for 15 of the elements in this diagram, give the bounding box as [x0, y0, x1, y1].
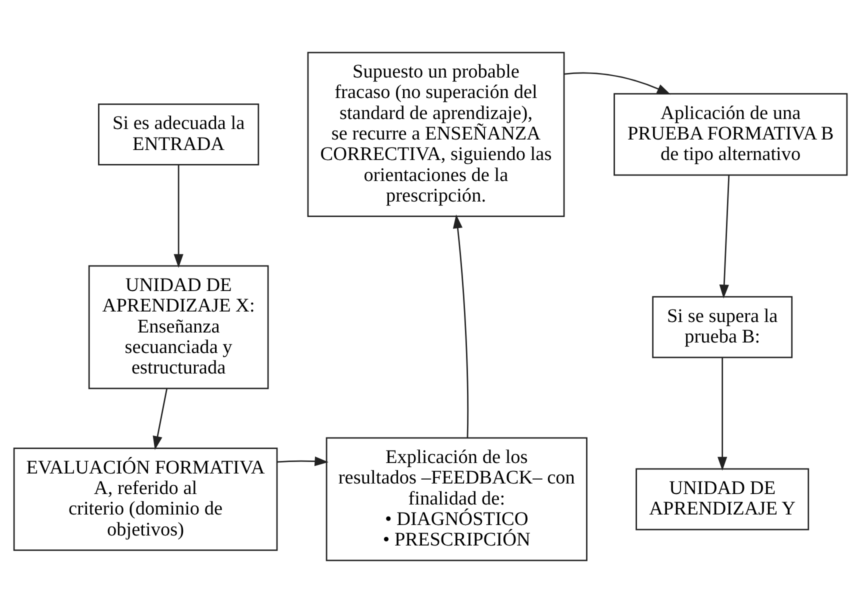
- arrow: [452, 214, 469, 438]
- node-box: Si es adecuada la ENTRADA: [98, 102, 260, 165]
- arrow: [564, 72, 671, 94]
- arrow: [277, 456, 328, 466]
- node-box: UNIDAD DE APRENDIZAJE X: Enseñanza secuanciada y estructurada: [88, 264, 269, 389]
- arrow: [174, 164, 184, 268]
- node-box: Supuesto un probable fracaso (no superación del standard de aprendizaje), se recurre a ENSEÑANZA CORRECTIVA, siguiendo las orientaciones de la prescripción.: [307, 51, 565, 217]
- arrow: [719, 174, 730, 298]
- arrow: [152, 388, 168, 450]
- node-box: Aplicación de una PRUEBA FORMATIVA B de tipo alternativo: [614, 92, 848, 176]
- node-box: EVALUACIÓN FORMATIVA A, referido al criterio (dominio de objetivos): [13, 447, 278, 550]
- node-box: Explicación de los resultados –FEEDBACK– con finalidad de: • DIAGNÓSTICO • PRESCRIPCIÓN: [326, 436, 588, 561]
- arrow: [718, 357, 728, 470]
- node-box: Si se supera la prueba B:: [652, 296, 793, 358]
- node-box: UNIDAD DE APRENDIZAJE Y: [636, 468, 810, 530]
